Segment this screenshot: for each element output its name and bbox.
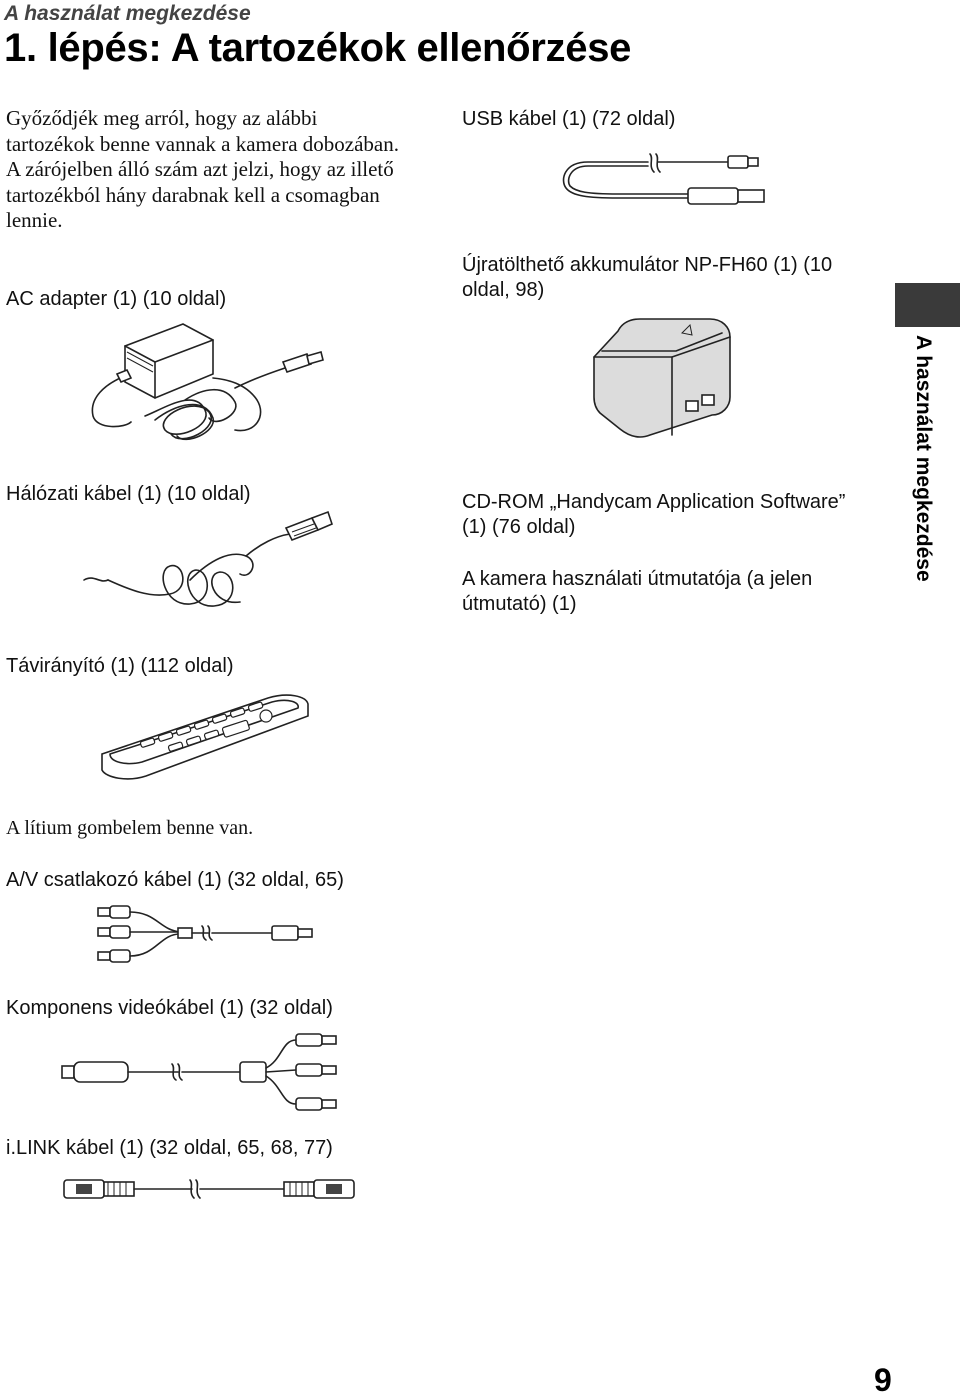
page-title: 1. lépés: A tartozékok ellenőrzése: [4, 26, 632, 70]
ilink-cable-illustration: [63, 1179, 355, 1199]
power-cord-illustration: [83, 510, 333, 607]
usb-cable-illustration: [562, 153, 765, 205]
cdrom-label: CD-ROM „Handycam Application Software” (…: [462, 491, 846, 538]
ac-adapter-illustration: [91, 323, 324, 441]
power-cord-label: Hálózati kábel (1) (10 oldal): [6, 483, 251, 505]
remote-note: A lítium gombelem benne van.: [6, 817, 254, 839]
ilink-cable-label: i.LINK kábel (1) (32 oldal, 65, 68, 77): [6, 1137, 333, 1159]
ac-adapter-label: AC adapter (1) (10 oldal): [6, 288, 227, 310]
usb-cable-label: USB kábel (1) (72 oldal): [462, 108, 676, 130]
remote-label: Távirányító (1) (112 oldal): [6, 655, 234, 677]
intro-paragraph-1: Győződjék meg arról, hogy az alábbi tart…: [6, 106, 399, 156]
side-tab-label: A használat megkezdése: [912, 335, 935, 582]
av-cable-illustration: [97, 905, 313, 963]
section-header: A használat megkezdése: [4, 2, 251, 25]
component-cable-label: Komponens videókábel (1) (32 oldal): [6, 997, 333, 1019]
page-number: 9: [874, 1362, 892, 1398]
side-tab-marker: [895, 283, 960, 327]
intro-text: Győződjék meg arról, hogy az alábbi tart…: [6, 106, 406, 234]
intro-paragraph-2: A zárójelben álló szám azt jelzi, hogy a…: [6, 157, 394, 232]
battery-label: Újratölthető akkumulátor NP-FH60 (1) (10…: [462, 254, 833, 301]
component-cable-illustration: [61, 1033, 337, 1111]
remote-illustration: [101, 694, 309, 780]
av-cable-label: A/V csatlakozó kábel (1) (32 oldal, 65): [6, 869, 344, 891]
manual-label: A kamera használati útmutatója (a jelen …: [462, 568, 813, 615]
battery-illustration: [593, 318, 731, 438]
